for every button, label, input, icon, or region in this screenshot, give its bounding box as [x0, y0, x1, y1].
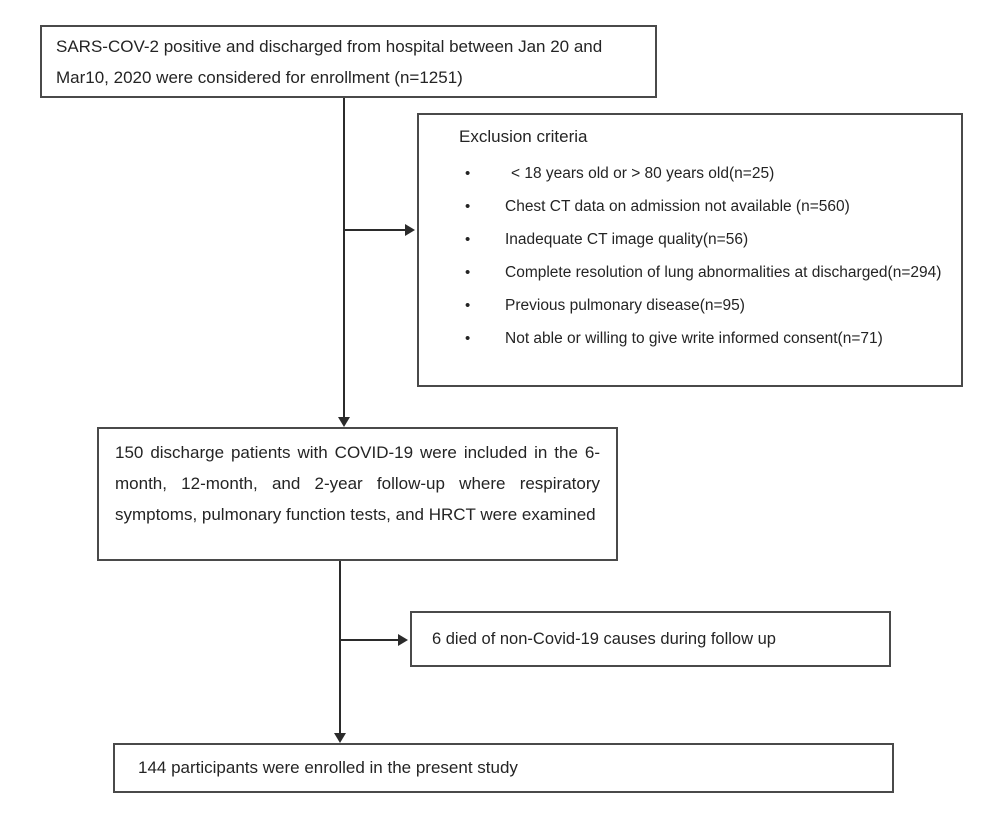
exclusion-item: Previous pulmonary disease(n=95)	[459, 289, 949, 322]
arrow-to-died-line	[340, 639, 398, 641]
exclusion-item: Inadequate CT image quality(n=56)	[459, 223, 949, 256]
arrow-to-exclusion-line	[344, 229, 405, 231]
exclusion-criteria-title: Exclusion criteria	[459, 127, 588, 146]
exclusion-criteria-box: Exclusion criteria < 18 years old or > 8…	[417, 113, 963, 387]
enrolled-text: 144 participants were enrolled in the pr…	[138, 758, 518, 777]
enrollment-box: SARS-COV-2 positive and discharged from …	[40, 25, 657, 98]
exclusion-item: < 18 years old or > 80 years old(n=25)	[459, 157, 949, 190]
exclusion-item: Chest CT data on admission not available…	[459, 190, 949, 223]
arrow-to-died-head	[398, 634, 408, 646]
enrollment-text: SARS-COV-2 positive and discharged from …	[56, 37, 603, 87]
arrow-enrollment-to-followup-head	[338, 417, 350, 427]
exclusion-criteria-list: < 18 years old or > 80 years old(n=25) C…	[459, 157, 949, 355]
followup-box: 150 discharge patients with COVID-19 wer…	[97, 427, 618, 561]
arrow-to-exclusion-head	[405, 224, 415, 236]
arrow-followup-to-enrolled-head	[334, 733, 346, 743]
enrolled-box: 144 participants were enrolled in the pr…	[113, 743, 894, 793]
followup-text: 150 discharge patients with COVID-19 wer…	[115, 443, 600, 524]
died-box: 6 died of non-Covid-19 causes during fol…	[410, 611, 891, 667]
exclusion-item: Complete resolution of lung abnormalitie…	[459, 256, 949, 289]
died-text: 6 died of non-Covid-19 causes during fol…	[432, 629, 776, 648]
exclusion-item: Not able or willing to give write inform…	[459, 322, 949, 355]
arrow-enrollment-to-followup-line	[343, 92, 345, 418]
arrow-followup-to-enrolled-line	[339, 555, 341, 734]
